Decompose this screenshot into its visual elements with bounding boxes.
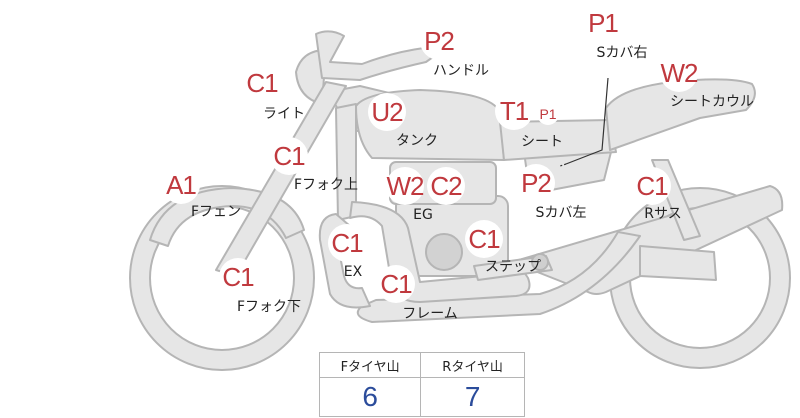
frame-label: フレーム bbox=[402, 306, 458, 322]
f-fender-label: Fフェン bbox=[190, 204, 242, 220]
s-cover-left-label: Sカバ左 bbox=[535, 205, 587, 221]
f-fork-lower-label: Fフォク下 bbox=[236, 299, 302, 315]
f-fork-upper-label: Fフォク上 bbox=[293, 177, 359, 193]
seat-label: シート bbox=[521, 134, 563, 150]
rear-tread-header: Rタイヤ山 bbox=[420, 352, 525, 378]
f-fork-lower-code: C1 bbox=[219, 258, 257, 296]
f-fork-upper-code: C1 bbox=[270, 137, 308, 175]
s-cover-right-label: Sカバ右 bbox=[596, 45, 648, 61]
tire-tread-table: Fタイヤ山 Rタイヤ山 6 7 bbox=[318, 352, 525, 417]
eg-label: EG bbox=[413, 207, 433, 223]
handle-code: P2 bbox=[420, 22, 458, 60]
light-code: C1 bbox=[243, 64, 281, 102]
s-cover-right-code: P1 bbox=[584, 4, 622, 42]
engine-code-1: W2 bbox=[386, 167, 425, 205]
rear-tread-value: 7 bbox=[420, 377, 525, 417]
seat-code: T1 bbox=[495, 92, 533, 130]
seat-cowl bbox=[605, 78, 756, 151]
r-sus-label: Rサス bbox=[644, 206, 682, 222]
step-code: C1 bbox=[465, 220, 503, 258]
seat-cowl-label: シートカウル bbox=[670, 94, 754, 110]
handle-label: ハンドル bbox=[433, 63, 489, 79]
seat-cowl-code: W2 bbox=[660, 54, 699, 92]
seat bbox=[499, 119, 617, 161]
front-tread-value: 6 bbox=[318, 377, 422, 417]
s-cover-left-code: P2 bbox=[517, 164, 555, 202]
handlebar bbox=[315, 30, 441, 81]
seat-sub-code: P1 bbox=[537, 103, 559, 125]
r-sus-code: C1 bbox=[633, 167, 671, 205]
ex-label: EX bbox=[343, 264, 363, 280]
front-tread-header: Fタイヤ山 bbox=[318, 352, 422, 378]
s-cover-r-pointer bbox=[565, 77, 609, 165]
frame-code: C1 bbox=[377, 265, 415, 303]
f-fender-code: A1 bbox=[162, 166, 200, 204]
ex-code: C1 bbox=[328, 224, 366, 262]
tank-code: U2 bbox=[368, 93, 406, 131]
engine-code-2: C2 bbox=[427, 167, 465, 205]
light-label: ライト bbox=[263, 106, 305, 122]
tank-label: タンク bbox=[396, 133, 438, 149]
step-label: ステップ bbox=[485, 259, 541, 275]
